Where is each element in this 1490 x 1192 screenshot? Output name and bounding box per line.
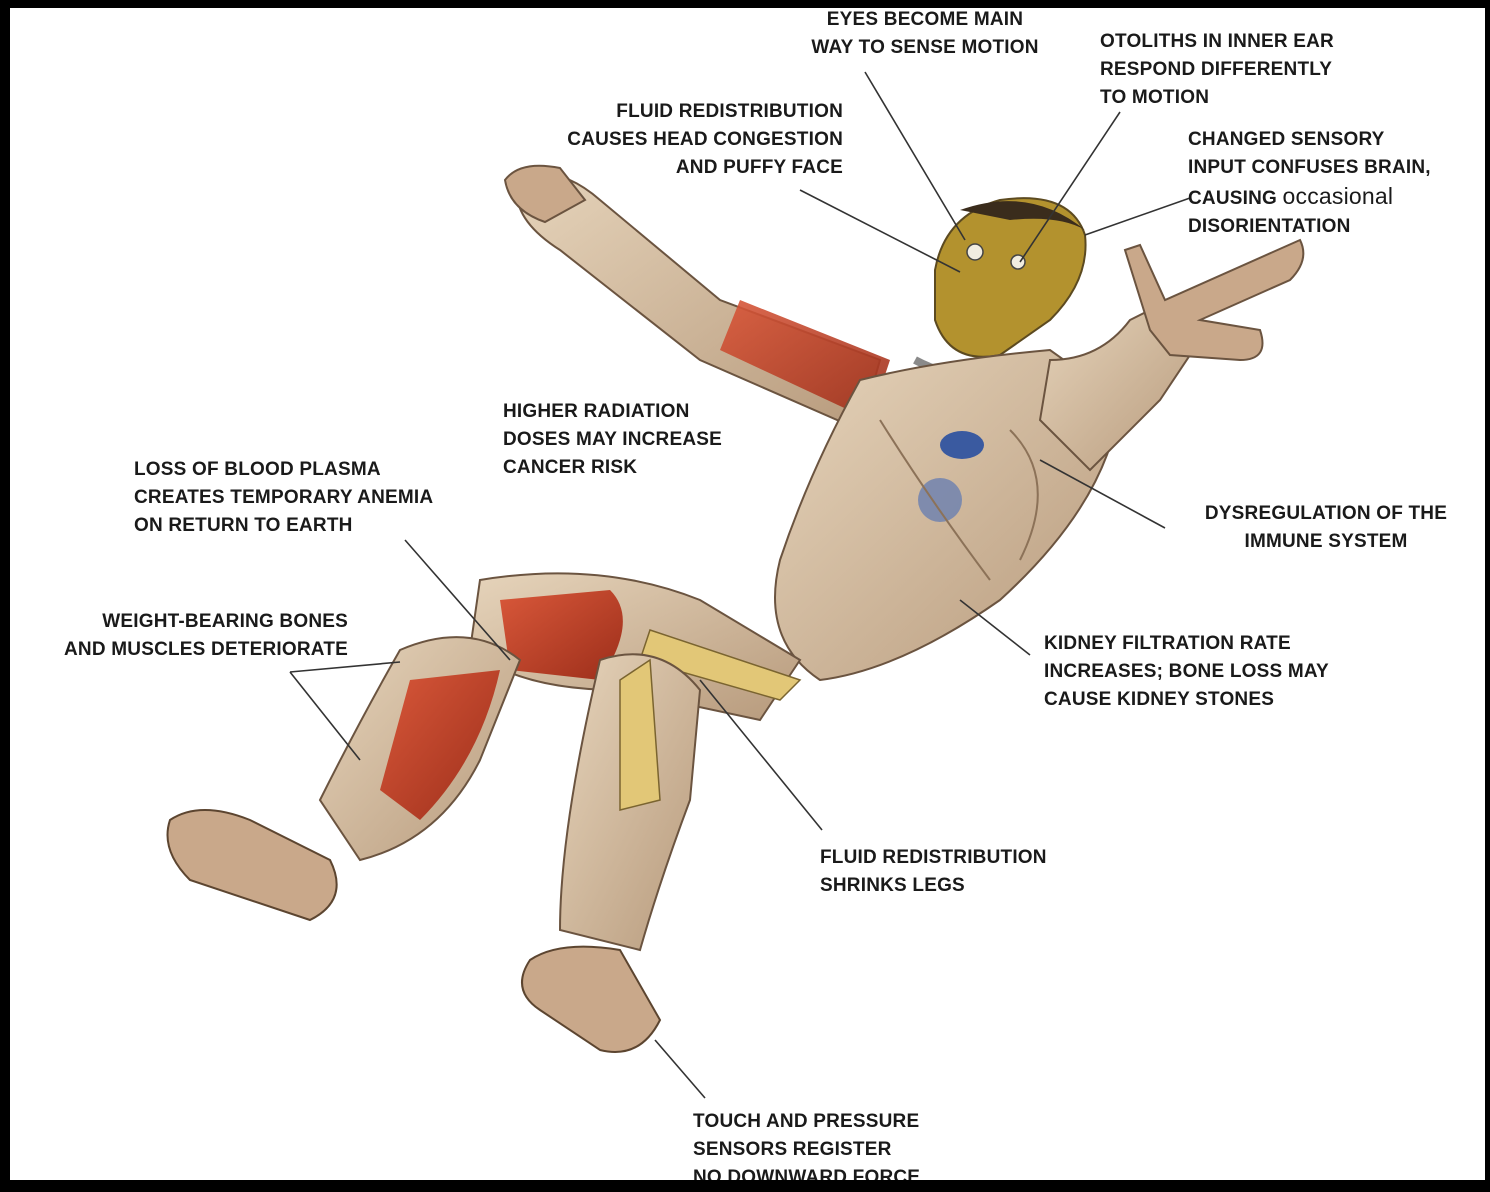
label-kidney: KIDNEY FILTRATION RATE INCREASES; BONE L… — [1044, 630, 1329, 714]
head — [915, 198, 1086, 376]
label-line: KIDNEY FILTRATION RATE — [1044, 630, 1329, 658]
leader-bones-a — [290, 672, 360, 760]
label-line: CANCER RISK — [503, 454, 722, 482]
label-line: TOUCH AND PRESSURE — [693, 1108, 920, 1136]
label-line: OTOLITHS IN INNER EAR — [1100, 28, 1334, 56]
label-line: TO MOTION — [1100, 84, 1334, 112]
label-otoliths: OTOLITHS IN INNER EAR RESPOND DIFFERENTL… — [1100, 28, 1334, 112]
label-line: DOSES MAY INCREASE — [503, 426, 722, 454]
label-line: CHANGED SENSORY — [1188, 126, 1431, 154]
label-line: AND MUSCLES DETERIORATE — [8, 636, 348, 664]
label-line: RESPOND DIFFERENTLY — [1100, 56, 1334, 84]
left-arm — [505, 166, 890, 430]
leader-fluid-head — [800, 190, 960, 272]
right-lower-leg — [522, 654, 700, 1052]
frame-border-right — [1485, 0, 1490, 1184]
label-line: INPUT CONFUSES BRAIN, — [1188, 154, 1431, 182]
label-line: SENSORS REGISTER — [693, 1136, 920, 1164]
frame-border-top — [0, 0, 1490, 8]
left-lower-leg — [168, 637, 521, 920]
label-fluid-head: FLUID REDISTRIBUTION CAUSES HEAD CONGEST… — [505, 98, 843, 182]
label-line: CAUSES HEAD CONGESTION — [505, 126, 843, 154]
label-line: ON RETURN TO EARTH — [134, 512, 433, 540]
frame-border-left — [0, 0, 10, 1184]
frame-border-bottom — [0, 1180, 1490, 1184]
label-line: FLUID REDISTRIBUTION — [505, 98, 843, 126]
label-line: CAUSING occasional — [1188, 182, 1431, 213]
label-bones: WEIGHT-BEARING BONES AND MUSCLES DETERIO… — [8, 608, 348, 664]
label-line: NO DOWNWARD FORCE — [693, 1164, 920, 1192]
label-immune: DYSREGULATION OF THE IMMUNE SYSTEM — [1170, 500, 1482, 556]
label-fluid-legs: FLUID REDISTRIBUTION SHRINKS LEGS — [820, 844, 1047, 900]
label-line: IMMUNE SYSTEM — [1170, 528, 1482, 556]
leader-sensory — [1085, 198, 1190, 235]
label-line: AND PUFFY FACE — [505, 154, 843, 182]
label-sensory: CHANGED SENSORY INPUT CONFUSES BRAIN, CA… — [1188, 126, 1431, 241]
label-plasma: LOSS OF BLOOD PLASMA CREATES TEMPORARY A… — [134, 456, 433, 540]
label-line: FLUID REDISTRIBUTION — [820, 844, 1047, 872]
label-line: DISORIENTATION — [1188, 213, 1431, 241]
label-line: CREATES TEMPORARY ANEMIA — [134, 484, 433, 512]
label-line: INCREASES; BONE LOSS MAY — [1044, 658, 1329, 686]
label-line: WAY TO SENSE MOTION — [780, 34, 1070, 62]
leader-kidney — [960, 600, 1030, 655]
label-line: CAUSE KIDNEY STONES — [1044, 686, 1329, 714]
label-line: WEIGHT-BEARING BONES — [8, 608, 348, 636]
label-line: DYSREGULATION OF THE — [1170, 500, 1482, 528]
label-line: HIGHER RADIATION — [503, 398, 722, 426]
leader-touch — [655, 1040, 705, 1098]
label-eyes: EYES BECOME MAIN WAY TO SENSE MOTION — [780, 6, 1070, 62]
label-line: SHRINKS LEGS — [820, 872, 1047, 900]
label-line: LOSS OF BLOOD PLASMA — [134, 456, 433, 484]
label-line: EYES BECOME MAIN — [780, 6, 1070, 34]
label-word-lowercase: occasional — [1283, 183, 1394, 209]
label-word: CAUSING — [1188, 188, 1277, 209]
label-radiation: HIGHER RADIATION DOSES MAY INCREASE CANC… — [503, 398, 722, 482]
leader-eyes — [865, 72, 965, 240]
